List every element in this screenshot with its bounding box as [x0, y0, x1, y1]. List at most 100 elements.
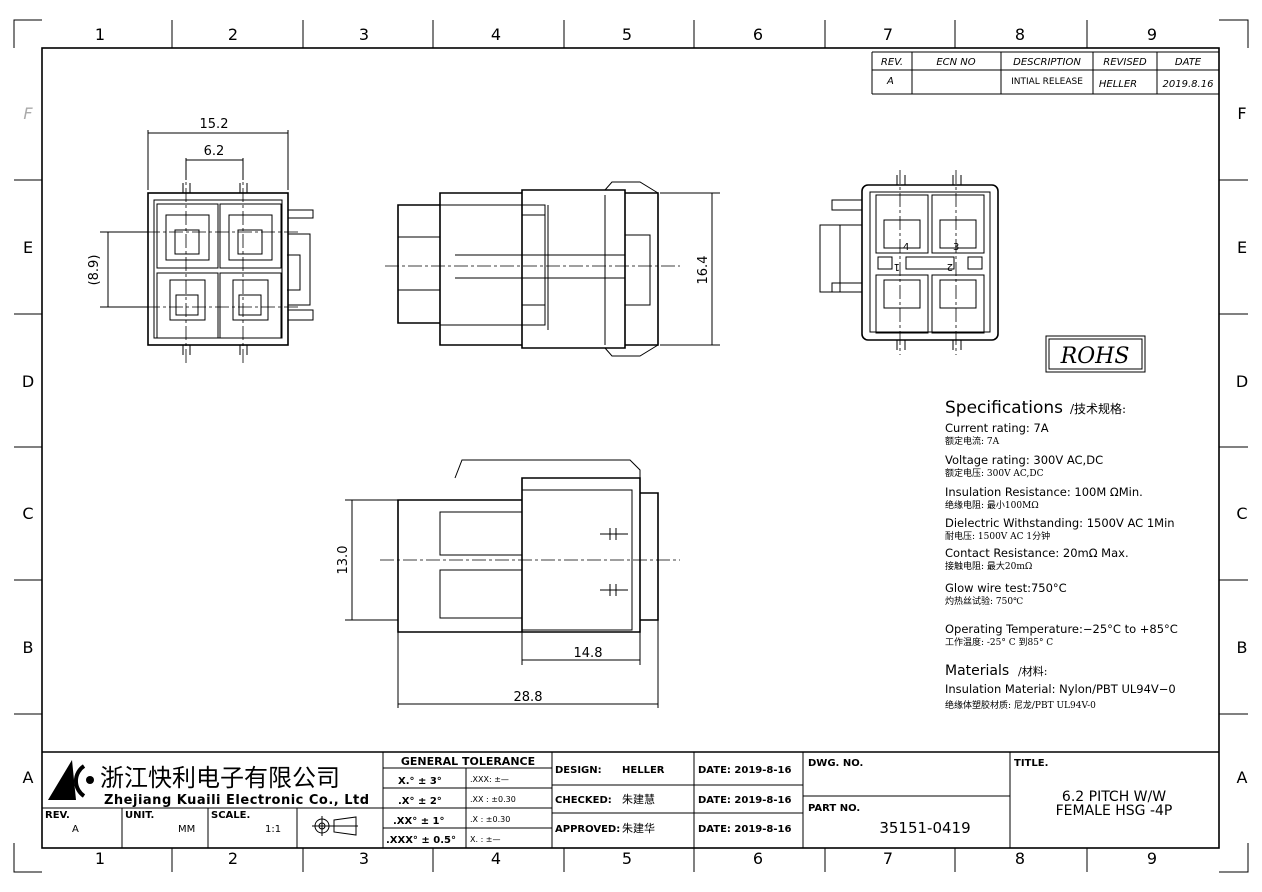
rohs-mark: ROHS: [1045, 335, 1146, 373]
svg-text:SCALE.: SCALE.: [211, 810, 250, 821]
col-label: 7: [883, 25, 893, 44]
svg-text:.X : ±0.30: .X : ±0.30: [470, 815, 510, 824]
row-label: B: [23, 638, 34, 657]
rev-value: A: [72, 824, 79, 835]
svg-text:REV.: REV.: [45, 810, 70, 821]
materials-title: Materials: [945, 663, 1009, 679]
svg-text:.XX° ± 1°: .XX° ± 1°: [393, 816, 445, 827]
svg-text:耐电压: 1500V AC 1分钟: 耐电压: 1500V AC 1分钟: [945, 530, 1050, 542]
row-label: C: [1236, 504, 1247, 523]
checker: 朱建慧: [622, 792, 655, 806]
ecn-header: ECN NO: [936, 57, 975, 68]
col-label: 9: [1147, 849, 1157, 868]
svg-text:DESIGN:: DESIGN:: [555, 765, 602, 776]
svg-text:接触电阻: 最大20mΩ: 接触电阻: 最大20mΩ: [945, 560, 1032, 572]
row-label: E: [1237, 238, 1247, 257]
svg-text:X.° ± 3°: X.° ± 3°: [398, 776, 442, 787]
dim-latch-length: 14.8: [574, 646, 603, 661]
row-label: E: [23, 238, 33, 257]
row-label: C: [22, 504, 33, 523]
row-label: F: [1237, 104, 1246, 123]
col-label: 5: [622, 849, 632, 868]
dim-row-pitch: (8.9): [87, 255, 102, 286]
col-label: 1: [95, 849, 105, 868]
unit-value: MM: [178, 824, 195, 835]
col-label: 2: [228, 849, 238, 868]
sheet-frame: [13, 19, 1249, 873]
drawing-title-line: 6.2 PITCH W/W: [1062, 789, 1166, 805]
svg-text:X. : ±—: X. : ±—: [470, 835, 501, 844]
svg-text:额定电流: 7A: 额定电流: 7A: [945, 435, 1000, 447]
side-view: 16.4: [385, 181, 720, 357]
svg-text:ROHS: ROHS: [1060, 344, 1130, 369]
description-value: INTIAL RELEASE: [1011, 77, 1083, 87]
svg-text:.XXX° ± 0.5°: .XXX° ± 0.5°: [386, 835, 456, 846]
spec-item: Dielectric Withstanding: 1500V AC 1Min: [945, 516, 1175, 530]
spec-item: Operating Temperature:−25°C to +85°C: [945, 622, 1178, 636]
col-label: 6: [753, 25, 763, 44]
rev-header: REV.: [881, 57, 903, 68]
svg-text:灼热丝试验: 750℃: 灼热丝试验: 750℃: [945, 595, 1023, 607]
dim-width-overall: 15.2: [200, 117, 229, 132]
row-label: B: [1237, 638, 1248, 657]
col-label: 1: [95, 25, 105, 44]
bottom-view: 13.0 14.8 28.8: [336, 459, 680, 708]
front-view: 15.2 6.2 (8.9): [87, 117, 314, 365]
dim-height: 16.4: [696, 256, 711, 285]
dim-height-side: 13.0: [336, 546, 351, 575]
row-label: D: [22, 372, 34, 391]
description-header: DESCRIPTION: [1013, 57, 1081, 68]
svg-text:DWG. NO.: DWG. NO.: [808, 758, 863, 769]
designer: HELLER: [622, 765, 665, 776]
svg-text:.X° ± 2°: .X° ± 2°: [398, 796, 442, 807]
col-label: 8: [1015, 25, 1025, 44]
dim-pitch: 6.2: [204, 144, 225, 159]
col-label: 7: [883, 849, 893, 868]
svg-text:APPROVED:: APPROVED:: [555, 824, 620, 835]
col-label: 9: [1147, 25, 1157, 44]
svg-text:绝缘体塑胶材质: 尼龙/PBT UL94V-0: 绝缘体塑胶材质: 尼龙/PBT UL94V-0: [945, 699, 1096, 711]
spec-item: Voltage rating: 300V AC,DC: [945, 453, 1103, 467]
date-header: DATE: [1175, 57, 1202, 68]
col-label: 5: [622, 25, 632, 44]
svg-text:CHECKED:: CHECKED:: [555, 795, 612, 806]
col-label: 4: [491, 849, 501, 868]
revised-value: HELLER: [1099, 79, 1137, 90]
row-label: A: [1237, 768, 1248, 787]
pin-number: 3: [953, 242, 959, 253]
row-label: A: [23, 768, 34, 787]
pin-number: 4: [903, 242, 909, 253]
col-label: 6: [753, 849, 763, 868]
spec-item: Contact Resistance: 20mΩ Max.: [945, 546, 1129, 560]
specifications: Specifications /技术规格: Current rating: 7A…: [945, 398, 1178, 711]
svg-text:DATE: 2019-8-16: DATE: 2019-8-16: [698, 795, 791, 806]
col-label: 3: [359, 849, 369, 868]
revision-table: REV. ECN NO DESCRIPTION REVISED DATE A I…: [871, 51, 1219, 95]
material-item: Insulation Material: Nylon/PBT UL94V−0: [945, 682, 1176, 696]
company-logo: [48, 760, 76, 800]
row-label: D: [1236, 372, 1248, 391]
drawing-title-line: FEMALE HSG -4P: [1056, 803, 1173, 819]
part-number: 35151-0419: [879, 819, 970, 837]
dim-length-overall: 28.8: [514, 690, 543, 705]
svg-text:.XXX: ±—: .XXX: ±—: [470, 775, 509, 784]
spec-title: Specifications: [945, 398, 1063, 418]
col-label: 2: [228, 25, 238, 44]
spec-item: Current rating: 7A: [945, 421, 1049, 435]
svg-text:DATE: 2019-8-16: DATE: 2019-8-16: [698, 765, 791, 776]
rev-value: A: [886, 76, 894, 87]
svg-text:/技术规格:: /技术规格:: [1070, 401, 1126, 416]
title-block: 浙江快利电子有限公司 Zhejiang Kuaili Electronic Co…: [42, 751, 1219, 848]
approver: 朱建华: [622, 821, 655, 835]
scale-value: 1:1: [265, 824, 281, 835]
pin-number: 1: [894, 261, 900, 272]
spec-item: Insulation Resistance: 100M ΩMin.: [945, 485, 1143, 499]
rear-view: 4 3 1 2: [819, 170, 999, 355]
col-label: 3: [359, 25, 369, 44]
col-label: 8: [1015, 849, 1025, 868]
company-name-cn: 浙江快利电子有限公司: [100, 764, 340, 792]
svg-text:UNIT.: UNIT.: [125, 810, 154, 821]
svg-text:额定电压: 300V AC,DC: 额定电压: 300V AC,DC: [945, 467, 1044, 479]
svg-text:GENERAL TOLERANCE: GENERAL TOLERANCE: [401, 755, 535, 768]
